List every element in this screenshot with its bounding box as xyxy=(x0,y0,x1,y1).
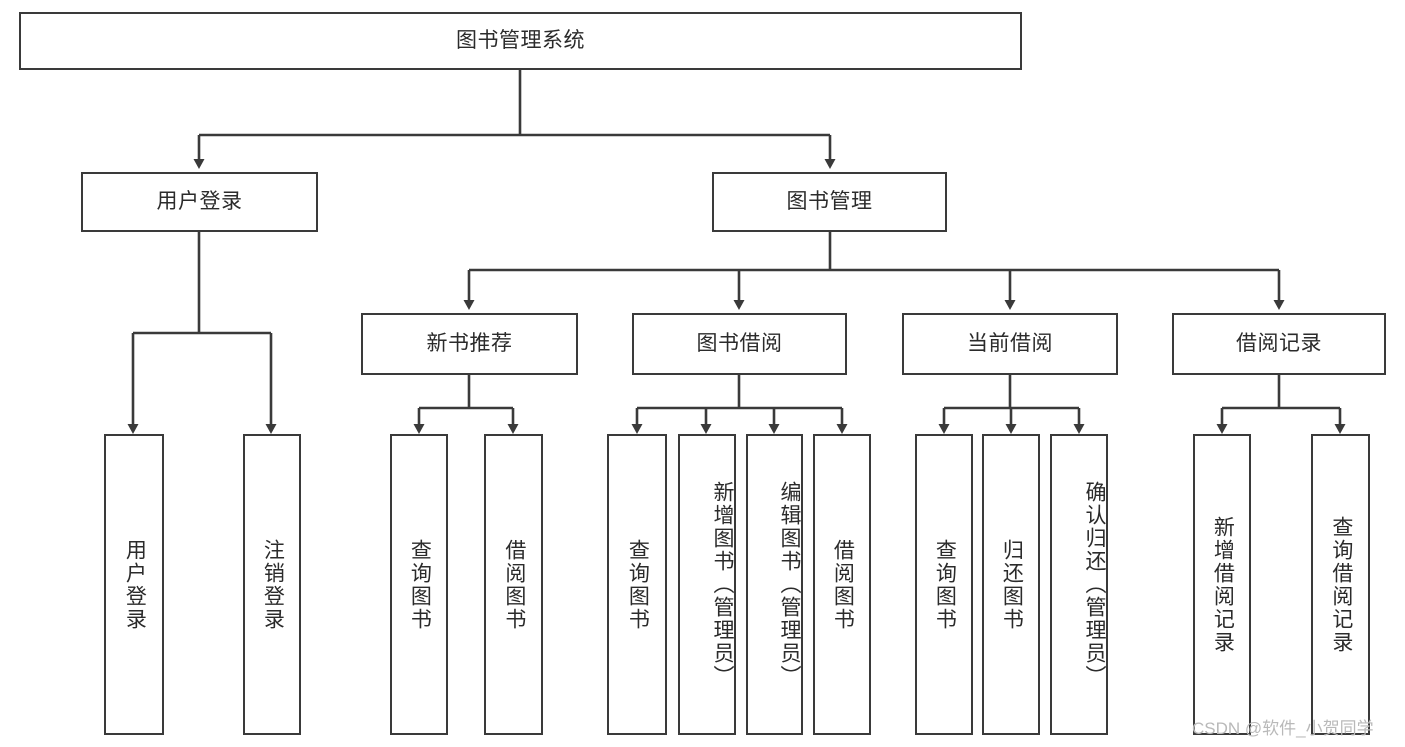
node-book-borrow[interactable]: 图书借阅 xyxy=(632,313,847,375)
node-root-system[interactable]: 图书管理系统 xyxy=(19,12,1022,70)
leaf-borrow-borrow-book[interactable]: 借阅图书 xyxy=(813,434,871,735)
node-user-login[interactable]: 用户登录 xyxy=(81,172,318,232)
node-new-book-recommend[interactable]: 新书推荐 xyxy=(361,313,578,375)
leaf-current-return-book[interactable]: 归还图书 xyxy=(982,434,1040,735)
leaf-record-query-record[interactable]: 查询借阅记录 xyxy=(1311,434,1370,735)
leaf-current-confirm-return-admin[interactable]: 确认归还（管理员） xyxy=(1050,434,1108,735)
node-current-borrow[interactable]: 当前借阅 xyxy=(902,313,1118,375)
leaf-user-login-login[interactable]: 用户登录 xyxy=(104,434,164,735)
leaf-recommend-query-book[interactable]: 查询图书 xyxy=(390,434,448,735)
leaf-record-add-record[interactable]: 新增借阅记录 xyxy=(1193,434,1251,735)
watermark-text: CSDN @软件_小贺同学 xyxy=(1192,719,1374,738)
leaf-recommend-borrow-book[interactable]: 借阅图书 xyxy=(484,434,543,735)
node-book-management[interactable]: 图书管理 xyxy=(712,172,947,232)
leaf-borrow-add-book-admin[interactable]: 新增图书（管理员） xyxy=(678,434,736,735)
leaf-borrow-query-book[interactable]: 查询图书 xyxy=(607,434,667,735)
leaf-borrow-edit-book-admin[interactable]: 编辑图书（管理员） xyxy=(746,434,803,735)
node-borrow-record[interactable]: 借阅记录 xyxy=(1172,313,1386,375)
leaf-current-query-book[interactable]: 查询图书 xyxy=(915,434,973,735)
leaf-user-login-logout[interactable]: 注销登录 xyxy=(243,434,301,735)
